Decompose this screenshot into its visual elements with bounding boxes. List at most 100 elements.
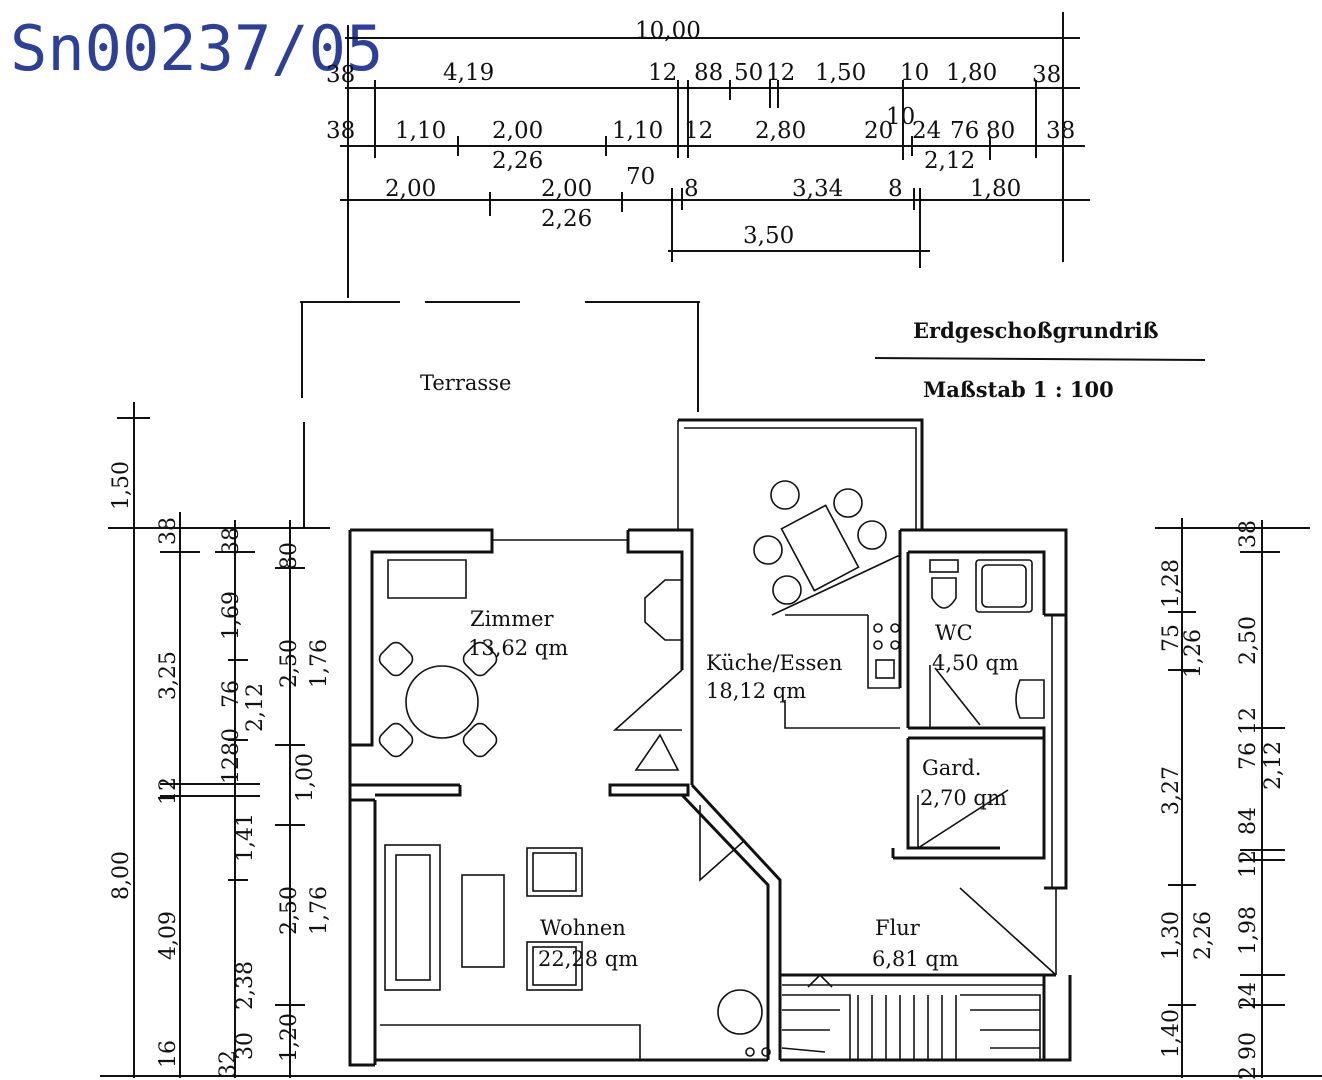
archive-stamp: Sn00237/05	[10, 12, 383, 85]
svg-text:2,50: 2,50	[277, 886, 302, 935]
svg-text:80: 80	[277, 542, 302, 570]
left-dimension-chains	[108, 402, 330, 1078]
svg-text:6,81 qm: 6,81 qm	[872, 947, 959, 971]
svg-text:12: 12	[648, 60, 677, 86]
svg-text:3,27: 3,27	[1159, 766, 1184, 815]
svg-text:2,26: 2,26	[492, 148, 543, 174]
terrace-label: Terrasse	[420, 371, 511, 395]
drawing-scale: Maßstab 1 : 100	[923, 377, 1114, 402]
svg-text:4,09: 4,09	[156, 911, 181, 960]
svg-text:76: 76	[219, 680, 244, 708]
svg-text:24: 24	[1236, 982, 1261, 1010]
svg-text:4,50 qm: 4,50 qm	[932, 651, 1019, 675]
svg-text:2: 2	[1236, 1066, 1261, 1080]
svg-text:Küche/Essen: Küche/Essen	[706, 651, 842, 675]
svg-text:8,00: 8,00	[109, 851, 134, 900]
room-wc: WC 4,50 qm	[932, 621, 1019, 675]
svg-text:3,25: 3,25	[156, 651, 181, 700]
svg-text:1,00: 1,00	[293, 753, 318, 802]
svg-text:10: 10	[886, 104, 915, 130]
svg-text:2,26: 2,26	[1191, 911, 1216, 960]
svg-text:3,34: 3,34	[792, 176, 843, 202]
zimmer-furniture	[378, 559, 683, 758]
svg-text:1,28: 1,28	[1159, 559, 1184, 608]
svg-text:22,28 qm: 22,28 qm	[538, 947, 638, 971]
dim-total-width: 10,00	[635, 18, 701, 44]
svg-text:2,26: 2,26	[541, 206, 592, 232]
svg-text:80: 80	[219, 728, 244, 756]
svg-text:12: 12	[684, 118, 713, 144]
svg-text:80: 80	[986, 118, 1015, 144]
svg-text:90: 90	[1236, 1032, 1261, 1060]
svg-text:2,70 qm: 2,70 qm	[920, 786, 1007, 810]
kitchen-furniture	[753, 480, 901, 679]
svg-text:12: 12	[766, 60, 795, 86]
doors	[612, 665, 1057, 976]
room-gard: Gard. 2,70 qm	[920, 756, 1007, 810]
room-flur: Flur 6,81 qm	[872, 916, 959, 971]
exterior-walls	[348, 418, 1072, 1067]
svg-text:76: 76	[950, 118, 979, 144]
svg-text:1,20: 1,20	[277, 1013, 302, 1062]
svg-text:1,10: 1,10	[395, 118, 446, 144]
svg-text:84: 84	[1236, 807, 1261, 835]
svg-text:1,41: 1,41	[233, 813, 258, 862]
svg-text:2,80: 2,80	[755, 118, 806, 144]
dim-row-3: 2,00 2,00 2,26 70 8 3,34 8 1,80	[385, 164, 1021, 232]
right-dim-labels: 1,28 75 1,26 3,27 1,30 1,40 2,26 38 2,50…	[1159, 520, 1286, 1080]
svg-text:20: 20	[864, 118, 893, 144]
svg-text:16: 16	[156, 1040, 181, 1068]
right-dimension-chains	[1155, 518, 1310, 1078]
svg-text:88: 88	[694, 60, 723, 86]
svg-text:Gard.: Gard.	[922, 756, 981, 780]
svg-text:18,12 qm: 18,12 qm	[706, 679, 806, 703]
svg-text:50: 50	[734, 60, 763, 86]
svg-text:1,50: 1,50	[815, 60, 866, 86]
room-kueche: Küche/Essen 18,12 qm	[706, 651, 842, 703]
terrace-outline	[300, 301, 700, 528]
left-dim-labels: 1,50 8,00 38 3,25 12 4,09 16 38 1,69 76 …	[109, 461, 332, 1078]
wohnen-furniture	[384, 844, 771, 1057]
svg-text:2,00: 2,00	[541, 176, 592, 202]
staircase	[781, 973, 1044, 1060]
svg-text:12: 12	[156, 777, 181, 805]
svg-text:2,50: 2,50	[277, 639, 302, 688]
svg-text:38: 38	[1236, 520, 1261, 548]
svg-text:1,30: 1,30	[1159, 911, 1184, 960]
svg-text:10: 10	[900, 60, 929, 86]
svg-text:WC: WC	[935, 621, 973, 645]
room-zimmer: Zimmer 13,62 qm	[468, 607, 568, 660]
svg-text:13,62 qm: 13,62 qm	[468, 636, 568, 660]
svg-text:38: 38	[1046, 118, 1075, 144]
svg-text:2,00: 2,00	[385, 176, 436, 202]
svg-text:1,76: 1,76	[307, 886, 332, 935]
svg-text:1,50: 1,50	[109, 461, 134, 510]
svg-text:2,12: 2,12	[243, 683, 268, 732]
dim-row-4: 3,50	[743, 223, 794, 249]
dim-row-2: 38 1,10 2,00 2,26 1,10 12 2,80 20 10 24 …	[326, 104, 1075, 174]
svg-text:24: 24	[912, 118, 941, 144]
svg-text:38: 38	[326, 118, 355, 144]
wc-fixtures	[929, 559, 1045, 719]
svg-text:12: 12	[1236, 850, 1261, 878]
svg-text:38: 38	[1032, 62, 1061, 88]
svg-text:8: 8	[684, 176, 699, 202]
dim-row-1: 38 4,19 12 88 50 12 1,50 10 1,80 38	[326, 60, 1061, 88]
svg-text:2,12: 2,12	[1261, 741, 1286, 790]
svg-text:1,80: 1,80	[970, 176, 1021, 202]
svg-text:38: 38	[156, 517, 181, 545]
top-dimension-chains	[340, 12, 1090, 298]
svg-text:32: 32	[216, 1050, 241, 1078]
svg-text:2,38: 2,38	[233, 961, 258, 1010]
svg-text:75: 75	[1159, 624, 1184, 652]
svg-text:Flur: Flur	[875, 916, 921, 940]
svg-text:30: 30	[233, 1032, 258, 1060]
title-underline	[874, 357, 1206, 361]
svg-text:8: 8	[888, 176, 903, 202]
svg-text:1,76: 1,76	[307, 639, 332, 688]
room-wohnen: Wohnen 22,28 qm	[538, 916, 638, 971]
drawing-title: Erdgeschoßgrundriß	[913, 318, 1159, 343]
svg-text:1,98: 1,98	[1236, 906, 1261, 955]
svg-text:76: 76	[1236, 742, 1261, 770]
